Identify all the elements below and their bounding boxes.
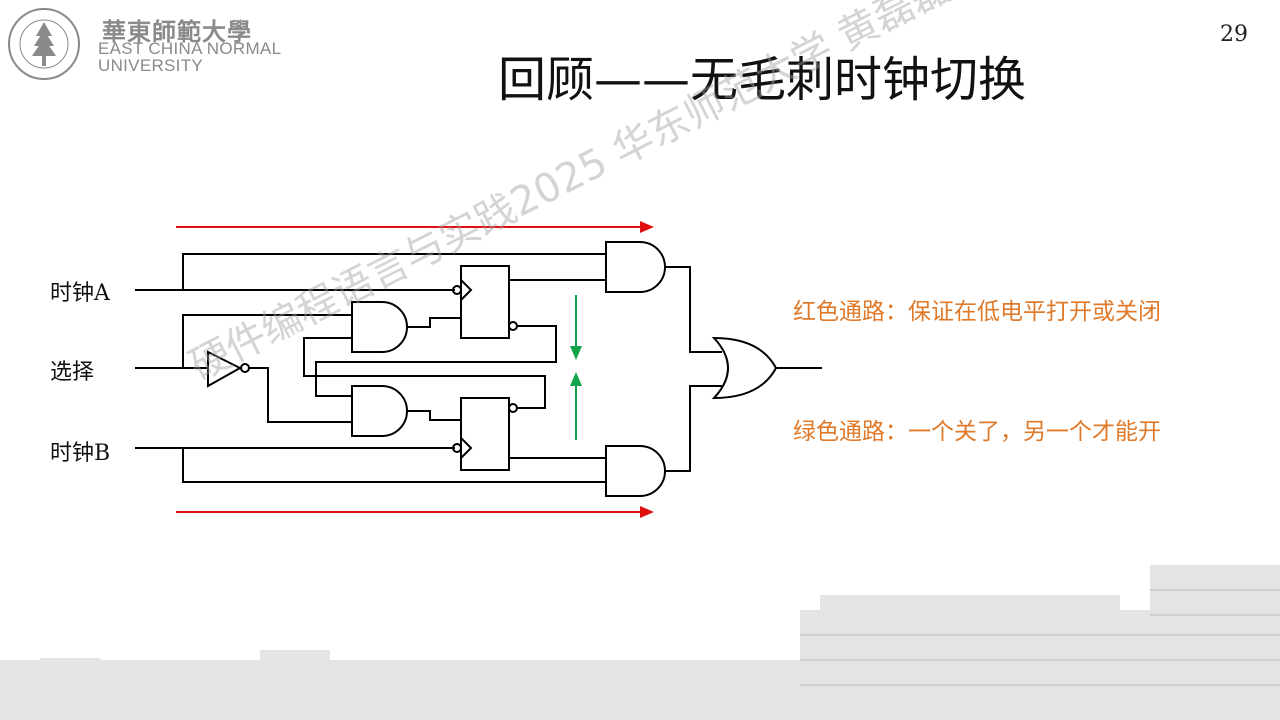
red-path-arrows — [176, 221, 654, 518]
and-gate-upper-mid — [351, 301, 408, 353]
wire-and1-to-ff1 — [407, 317, 461, 328]
note-red-path: 红色通路：保证在低电平打开或关闭 — [793, 299, 1161, 325]
flipflop-lower — [460, 397, 510, 471]
ff2-qbar-bubble — [508, 403, 518, 413]
green-arrowhead-down — [570, 346, 582, 360]
note-green-path: 绿色通路：一个关了，另一个才能开 — [793, 419, 1161, 445]
wire-clock-b-to-and — [182, 448, 606, 483]
green-arrowhead-up — [570, 372, 582, 386]
flipflop-upper — [460, 265, 510, 339]
ff2-clock-bubble — [452, 443, 462, 453]
wire-bottom-and-to-or — [665, 385, 722, 472]
logo-english-line-1: EAST CHINA NORMAL — [98, 39, 282, 58]
and-gate-output-bottom — [605, 445, 666, 497]
wire-inverter-to-and2 — [249, 367, 352, 423]
page-number: 29 — [1220, 22, 1248, 47]
red-arrowhead-top — [640, 221, 654, 233]
wire-top-and-to-or — [665, 266, 722, 353]
university-logo: 華東師範大學 EAST CHINA NORMAL UNIVERSITY — [6, 6, 306, 82]
input-label-clock-b: 时钟B — [50, 441, 111, 466]
university-seal-icon — [8, 8, 80, 80]
logo-chinese-name: 華東師範大學 — [102, 17, 252, 46]
wire-and2-to-ff2 — [407, 410, 461, 421]
input-label-clock-a: 时钟A — [50, 281, 110, 306]
green-path-arrows — [570, 295, 582, 440]
inverter-gate — [207, 350, 243, 388]
input-label-select: 选择 — [50, 360, 95, 385]
ff1-clock-marker — [460, 279, 473, 301]
slide-title: 回顾——无毛刺时钟切换 — [498, 52, 1027, 108]
or-gate-output — [711, 336, 778, 400]
campus-skyline-background — [0, 565, 1280, 720]
ff1-clock-bubble — [452, 285, 462, 295]
wire-ff1-qbar-feedback — [315, 325, 557, 397]
ff1-qbar-bubble — [508, 321, 518, 331]
wire-clock-a-to-and — [182, 253, 606, 290]
and-gate-lower-mid — [351, 385, 408, 437]
logo-english-line-2: UNIVERSITY — [98, 56, 204, 75]
wire-select-to-and1 — [182, 314, 352, 368]
logo-english-name: EAST CHINA NORMAL UNIVERSITY — [98, 40, 281, 74]
red-arrowhead-bottom — [640, 506, 654, 518]
wire-ff2-qbar-feedback — [303, 337, 546, 409]
ff2-clock-marker — [460, 437, 473, 459]
and-gate-output-top — [605, 241, 666, 293]
